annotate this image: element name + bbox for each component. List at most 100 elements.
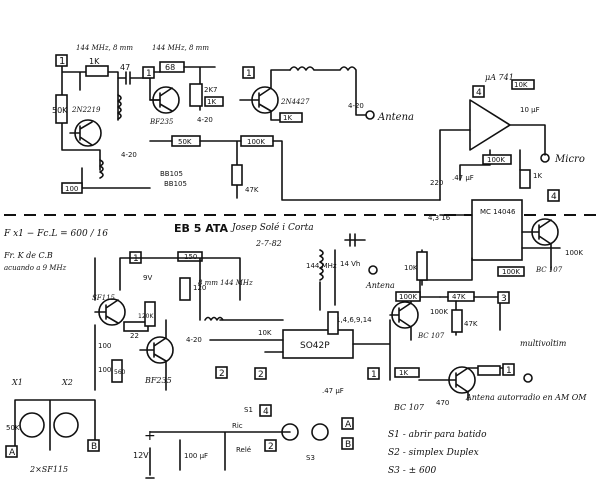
box-marker-2c [264,439,277,452]
label-2k7: 2K7 [204,86,218,94]
box-marker-2b [215,366,228,379]
label-100-a: 100 [65,185,78,193]
label-freq-mid: 8 mm 144 MHz [198,279,253,287]
label-freq-top1: 144 MHz, 8 mm [76,44,133,52]
resistor-10k-d [327,311,339,335]
upper-circuit: 1 50K 1K 2N2219 144 MHz, 8 mm BB105 100 … [52,44,585,201]
label-10k-a: 10K [514,81,528,89]
label-x2: X2 [61,378,73,387]
resistor-47k-c [451,309,463,333]
label-so-pins: 1,4,6,9,14 [336,316,372,324]
box-marker-label: 4 [476,88,482,98]
label-1k-c: 1K [283,114,292,122]
resistor-560 [111,359,123,383]
label-rele: Relé [236,446,251,454]
label-2n2219: 2N2219 [71,106,101,114]
label-antena-bottom: Antena autorradio en AM OM [465,393,587,402]
plus-sign: + [144,428,156,444]
box-marker-label: 1 [506,366,512,376]
box-marker-3 [497,291,510,304]
legend-s1: S1 - abrir para batido [388,430,487,440]
resistor-120k [144,301,156,327]
resistor-10k-a [511,79,535,90]
resistor-100-a [61,182,83,194]
label-mc-pins: 4,3 16 [428,214,451,222]
label-10k-d: 10K [258,329,272,337]
label-100k-e: 100K [399,293,417,301]
label-4-20-b: 4-20 [348,102,364,110]
resistor-1k-d [519,169,531,189]
label-bc107-b: BC 107 [417,332,445,340]
resistor-100k-b [482,154,512,165]
label-frequency-formula: F x1 − Fc.L = 600 / 16 [3,229,108,239]
label-12v: 12V [133,451,149,460]
resistor-10k-c [416,251,428,281]
ic-so42p [282,329,354,359]
resistor-1k-f [477,365,501,376]
label-antena-top: Antena [377,112,414,123]
box-marker-a2 [341,417,354,430]
box-marker-label: 1 [133,254,139,264]
opamp-741 [469,99,511,151]
label-68: 68 [165,63,175,72]
label-bf235: BF235 [149,118,174,126]
resistor-100k-e [395,291,421,302]
label-multivoltim: multivoltim [520,339,567,348]
label-9v: 9V [143,274,152,282]
box-marker-1c [242,66,255,79]
label-c47: 47 [120,63,130,72]
antenna-connector-top [365,110,375,120]
box-marker-label: 3 [501,294,507,304]
box-marker-1e [502,363,515,376]
resistor-2k7 [189,83,203,107]
box-marker-b2 [341,437,354,450]
label-1k-a: 1K [89,57,100,66]
label-10uf: 10 μF [520,106,540,114]
box-marker-label: 1 [59,56,65,67]
switch-s2 [281,423,299,441]
crystal-x2 [53,412,79,438]
date: 2-7-82 [255,239,282,248]
crystal-x1 [19,412,45,438]
box-marker-1d [367,367,380,380]
label-bb105-b: BB105 [160,170,183,178]
label-cb-note-2: acuando a 9 MHz [4,264,67,272]
resistor-120 [179,277,191,301]
label-50k-b: 50K [178,138,192,146]
label-144mhz-b: 144 MHz [306,262,337,270]
legend-s2: S2 - simplex Duplex [388,448,479,458]
label-100k-f: 100K [430,308,448,316]
label-bb105: BB105 [164,180,187,188]
label-ric: Ric [232,422,243,430]
label-sf115: SF115 [92,294,116,302]
label-4-20: 4-20 [197,116,213,124]
label-2n4427: 2N4427 [280,98,310,106]
label-100k-a: 100K [247,138,265,146]
label-x1: X1 [11,378,23,387]
label-100k-b: 100K [487,156,505,164]
label-mc14046: MC 14046 [480,208,516,216]
label-2xsf115: 2×SF115 [29,465,68,474]
label-s1: S1 [244,406,253,414]
box-marker-label: B [91,442,97,452]
page-title: EB 5 ATA [174,222,229,235]
label-1k-b: 1K [207,98,216,106]
box-marker-label: 1 [146,69,152,79]
label-1k-e: 1K [399,369,408,377]
legend-s3: S3 - ± 600 [388,466,437,476]
label-22: 22 [130,332,139,340]
label-120k: 120K [138,313,154,320]
resistor-1k-b [204,96,224,107]
label-bc107-c: BC 107 [393,403,425,412]
label-150: 150 [184,253,197,261]
label-bc107-a: BC 107 [535,266,563,274]
ic-mc14046 [471,199,523,261]
label-bf235-b: BF235 [144,376,172,385]
label-1k-d: 1K [533,172,542,180]
label-100-d: 100 [98,366,111,374]
author: Josep Solé i Corta [230,222,314,233]
label-antena-mid: Antena [365,281,395,290]
lower-circuit: F x1 − Fc.L = 600 / 16 Fr. K de C.B acua… [3,189,587,479]
resistor-100k-d [497,266,525,277]
